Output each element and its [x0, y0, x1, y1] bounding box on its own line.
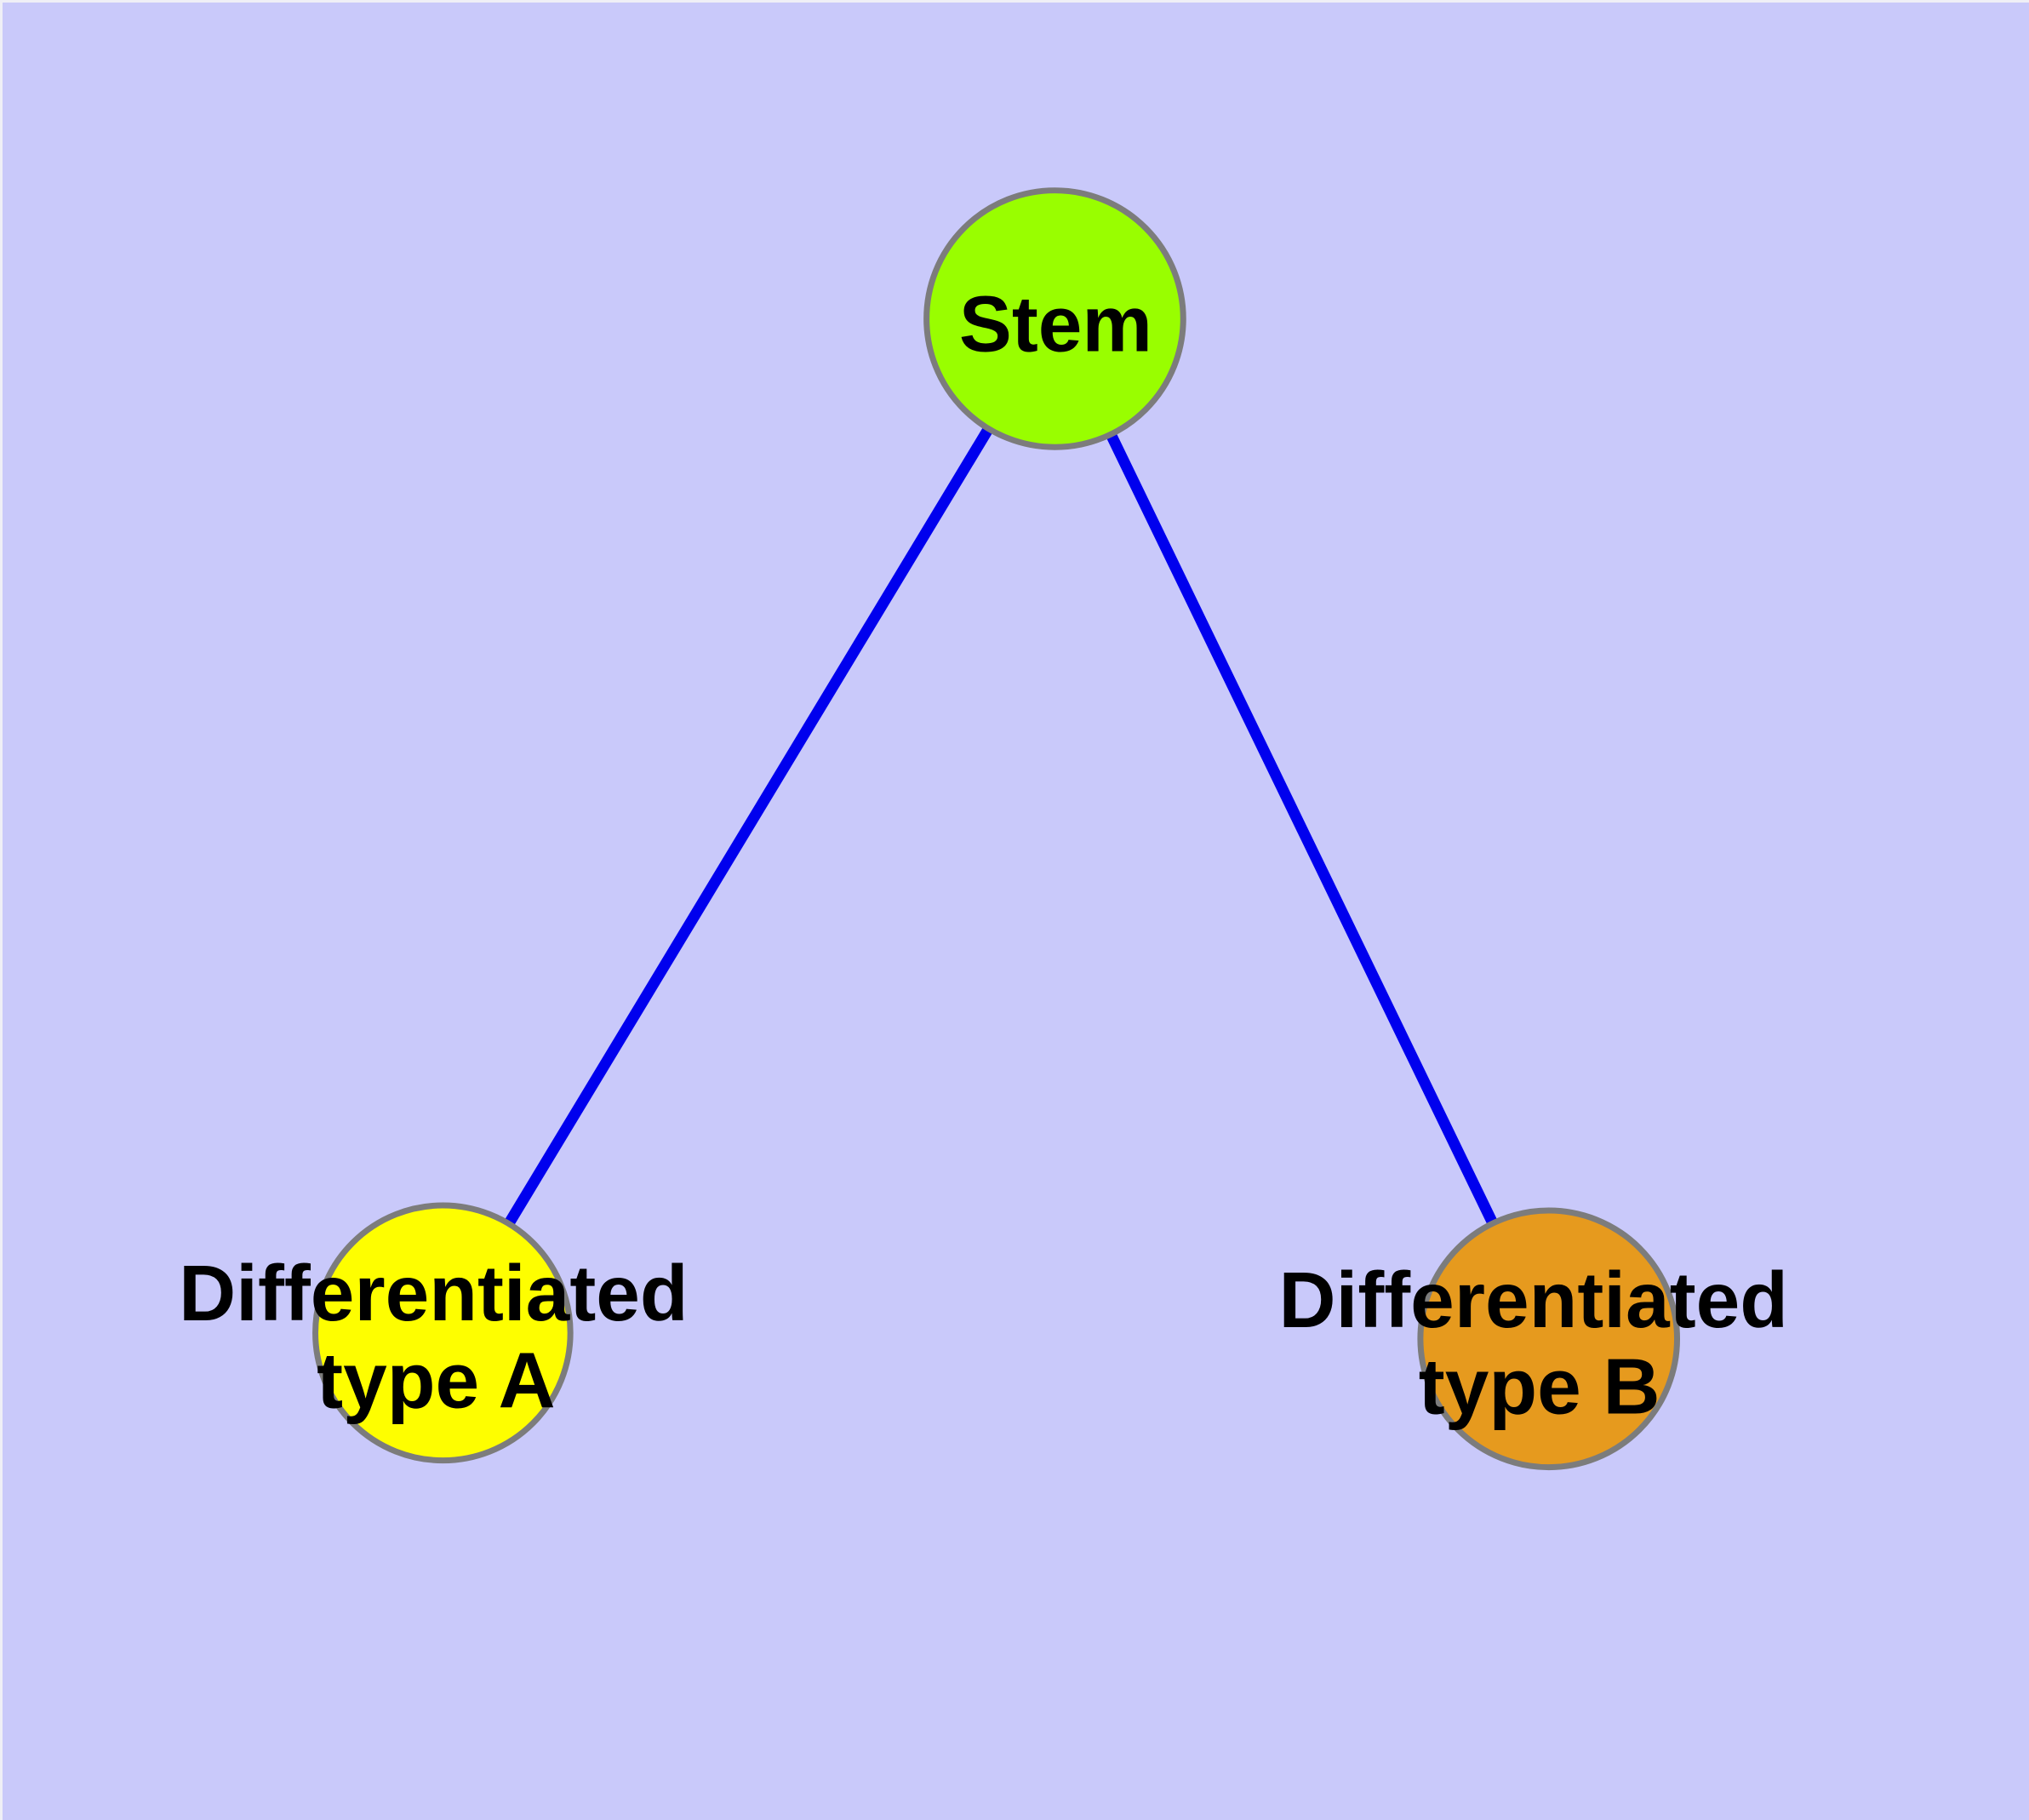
node-stem-label: Stem — [959, 279, 1152, 368]
edge-stem-to-type-a — [437, 316, 1060, 1336]
node-type-b-label-line1: Differentiated — [1278, 1256, 1788, 1344]
node-type-a-label-line1: Differentiated — [179, 1249, 689, 1337]
edge-stem-to-type-b — [1049, 316, 1554, 1342]
graph-svg: Stem Differentiated type A Differentiate… — [179, 187, 1788, 1471]
node-type-b-label-line2: type B — [1419, 1342, 1660, 1431]
node-differentiated-type-b — [1417, 1207, 1681, 1471]
node-differentiated-type-a — [312, 1202, 574, 1464]
node-type-a-label-line2: type A — [317, 1336, 555, 1425]
node-stem — [923, 187, 1186, 450]
